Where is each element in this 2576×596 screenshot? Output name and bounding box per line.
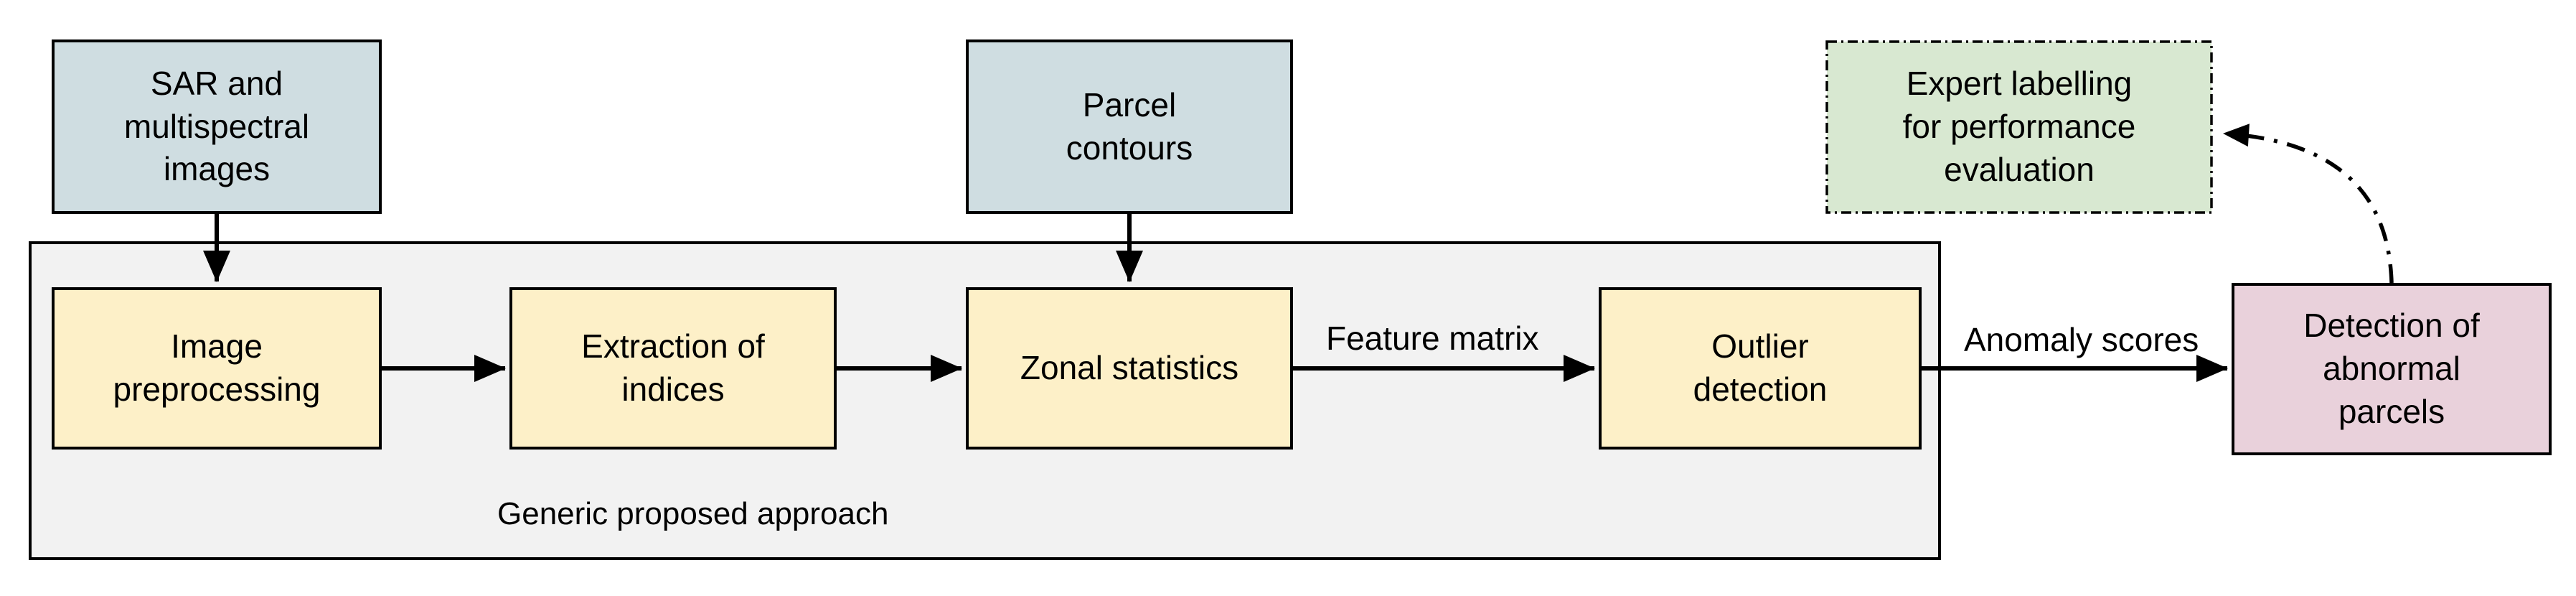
node-sar-multispectral-images: SAR and multispectral images xyxy=(52,39,382,214)
node-image-preprocessing: Image preprocessing xyxy=(52,287,382,450)
node-outlier-detection: Outlier detection xyxy=(1599,287,1922,450)
node-expert-labelling: Expert labelling for performance evaluat… xyxy=(1827,42,2211,213)
node-extract-label: Extraction of indices xyxy=(581,327,765,408)
dashdot-curve-detection-to-expert xyxy=(2223,124,2394,284)
edge-label-feature-matrix: Feature matrix xyxy=(1326,320,1539,357)
node-zonal-statistics: Zonal statistics xyxy=(966,287,1293,450)
node-sar-label: SAR and multispectral images xyxy=(123,64,310,188)
edge-label-anomaly-scores: Anomaly scores xyxy=(1964,321,2199,358)
node-parcel-label: Parcel contours xyxy=(1066,85,1193,167)
node-zonal-label: Zonal statistics xyxy=(1020,349,1239,387)
node-outlier-label: Outlier detection xyxy=(1693,327,1828,408)
node-imgpre-label: Image preprocessing xyxy=(113,327,321,408)
node-detection-abnormal-parcels: Detection of abnormal parcels xyxy=(2232,283,2552,455)
node-detect-label: Detection of abnormal parcels xyxy=(2303,307,2480,430)
node-expert-label: Expert labelling for performance evaluat… xyxy=(1902,65,2136,188)
node-extraction-of-indices: Extraction of indices xyxy=(509,287,837,450)
container-caption: Generic proposed approach xyxy=(497,496,889,531)
node-parcel-contours: Parcel contours xyxy=(966,39,1293,214)
